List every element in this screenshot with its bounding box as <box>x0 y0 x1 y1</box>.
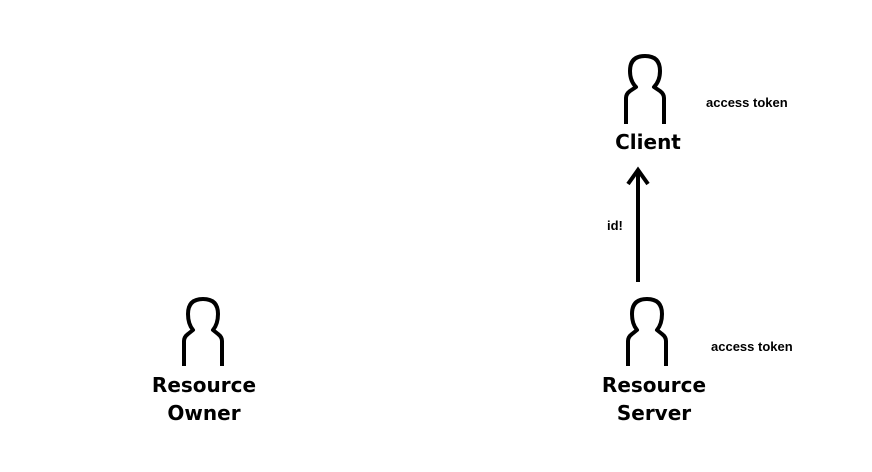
client-label-text: Client <box>615 130 681 154</box>
client-person-icon <box>624 54 666 124</box>
resource-owner-person-icon <box>182 297 224 366</box>
arrow-label: id! <box>607 218 623 233</box>
client-label: Client <box>568 128 728 156</box>
server-to-client-arrow <box>626 166 650 282</box>
resource-server-label: Resource Server <box>574 371 734 427</box>
client-access-token-note: access token <box>706 95 788 110</box>
resource-owner-label-line2: Owner <box>167 401 241 425</box>
resource-owner-label-line1: Resource <box>151 373 257 397</box>
resource-owner-label: Resource Owner <box>124 371 284 427</box>
resource-server-label-line1: Resource <box>601 373 707 397</box>
server-access-token-note: access token <box>711 339 793 354</box>
resource-server-person-icon <box>626 297 668 366</box>
resource-server-label-line2: Server <box>616 401 692 425</box>
